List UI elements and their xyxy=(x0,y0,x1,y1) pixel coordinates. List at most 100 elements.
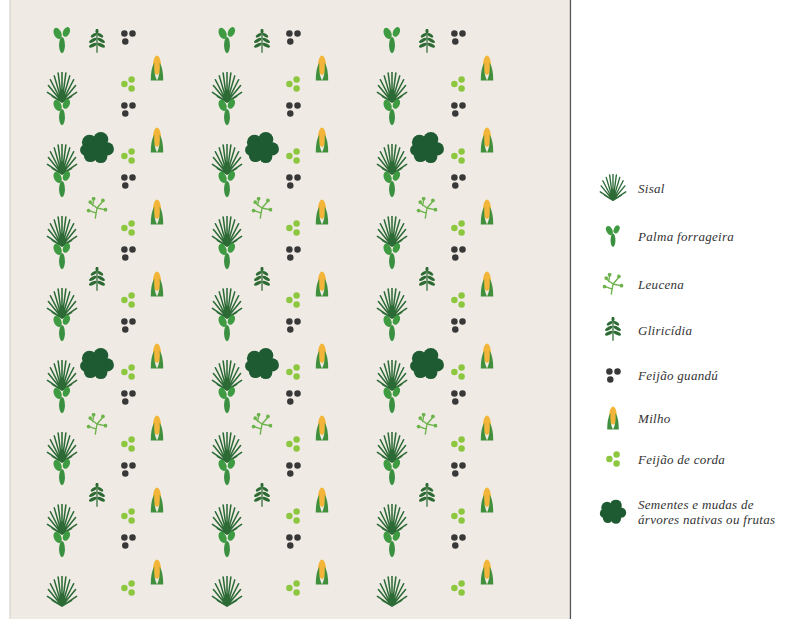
milho-icon xyxy=(316,416,328,441)
legend-label: Gliricídia xyxy=(638,323,798,338)
guandu-icon xyxy=(286,462,301,477)
sisal-icon xyxy=(377,504,406,534)
guandu-icon xyxy=(121,462,136,477)
gliricidia-icon xyxy=(253,267,270,291)
sisal-icon xyxy=(212,432,241,462)
palma-icon xyxy=(382,314,402,341)
palma-icon xyxy=(382,98,402,125)
feijao-corda-icon xyxy=(451,292,465,307)
legend-label: Feijão guandú xyxy=(638,368,798,383)
legend-item: Feijão de corda xyxy=(598,444,808,474)
tree-icon xyxy=(410,348,444,379)
feijao-corda-icon xyxy=(121,148,135,163)
legend-sample xyxy=(598,173,628,203)
palma-icon xyxy=(52,314,72,341)
milho-icon xyxy=(481,200,493,225)
legend-item: Sisal xyxy=(598,173,808,203)
palma-icon xyxy=(217,386,237,413)
guandu-icon xyxy=(451,534,466,549)
gliricidia-icon xyxy=(253,483,270,507)
milho-icon xyxy=(316,272,328,297)
sisal-icon xyxy=(47,288,76,318)
sisal-icon xyxy=(47,360,76,390)
milho-icon xyxy=(151,560,163,585)
legend-label: Feijão de corda xyxy=(638,452,798,467)
feijao-corda-icon xyxy=(121,364,135,379)
palma-icon xyxy=(52,98,72,125)
palma-icon xyxy=(217,314,237,341)
sisal-icon xyxy=(47,72,76,102)
sisal-icon xyxy=(47,144,76,174)
palma-icon xyxy=(382,242,402,269)
milho-icon xyxy=(481,56,493,81)
feijao-corda-icon xyxy=(286,364,300,379)
feijao-corda-icon xyxy=(286,508,300,523)
guandu-icon xyxy=(286,102,301,117)
tree-icon xyxy=(600,500,626,524)
gliricidia-icon xyxy=(418,483,435,507)
sisal-icon xyxy=(47,216,76,246)
feijao-corda-icon xyxy=(121,76,135,91)
guandu-icon xyxy=(121,318,136,333)
palma-icon xyxy=(217,458,237,485)
milho-icon xyxy=(316,560,328,585)
guandu-icon xyxy=(121,390,136,405)
feijao-corda-icon xyxy=(451,76,465,91)
sisal-icon xyxy=(47,576,76,606)
guandu-icon xyxy=(121,246,136,261)
feijao-corda-icon xyxy=(606,451,620,466)
gliricidia-icon xyxy=(88,267,105,291)
guandu-icon xyxy=(286,534,301,549)
palma-icon xyxy=(52,170,72,197)
sisal-icon xyxy=(212,504,241,534)
sisal-icon xyxy=(212,144,241,174)
sisal-icon xyxy=(377,288,406,318)
legend-label: Sementes e mudas de árvores nativas ou f… xyxy=(638,497,798,527)
guandu-icon xyxy=(451,390,466,405)
guandu-icon xyxy=(286,174,301,189)
sisal-icon xyxy=(377,360,406,390)
feijao-corda-icon xyxy=(286,580,300,595)
legend-item: Palma forrageira xyxy=(598,221,808,251)
feijao-corda-icon xyxy=(121,580,135,595)
field-background xyxy=(10,0,570,619)
guandu-icon xyxy=(451,174,466,189)
sisal-icon xyxy=(212,216,241,246)
feijao-corda-icon xyxy=(451,220,465,235)
leucena-icon xyxy=(252,197,273,218)
legend-item: Milho xyxy=(598,403,808,433)
legend-label: Sisal xyxy=(638,181,798,196)
guandu-icon xyxy=(451,318,466,333)
feijao-corda-icon xyxy=(286,220,300,235)
feijao-corda-icon xyxy=(451,436,465,451)
guandu-icon xyxy=(286,246,301,261)
palma-icon xyxy=(217,170,237,197)
feijao-corda-icon xyxy=(451,508,465,523)
milho-icon xyxy=(316,488,328,513)
sisal-icon xyxy=(600,174,625,200)
legend-item: Leucena xyxy=(598,269,808,299)
legend-sample xyxy=(598,403,628,433)
feijao-corda-icon xyxy=(286,148,300,163)
legend-sample xyxy=(598,444,628,474)
legend-label: Palma forrageira xyxy=(638,229,798,244)
legend-item: Gliricídia xyxy=(598,315,808,345)
guandu-icon xyxy=(286,390,301,405)
milho-icon xyxy=(151,272,163,297)
milho-icon xyxy=(316,200,328,225)
legend-label: Milho xyxy=(638,411,798,426)
gliricidia-icon xyxy=(604,317,621,341)
palma-icon xyxy=(217,242,237,269)
palma-icon xyxy=(217,530,237,557)
palma-icon xyxy=(605,224,621,246)
guandu-icon xyxy=(121,102,136,117)
tree-icon xyxy=(245,132,279,163)
gliricidia-icon xyxy=(418,267,435,291)
sisal-icon xyxy=(212,288,241,318)
tree-icon xyxy=(80,132,114,163)
milho-icon xyxy=(151,488,163,513)
palma-icon xyxy=(217,26,237,53)
guandu-icon xyxy=(451,102,466,117)
legend-sample xyxy=(598,497,628,527)
sisal-icon xyxy=(377,72,406,102)
